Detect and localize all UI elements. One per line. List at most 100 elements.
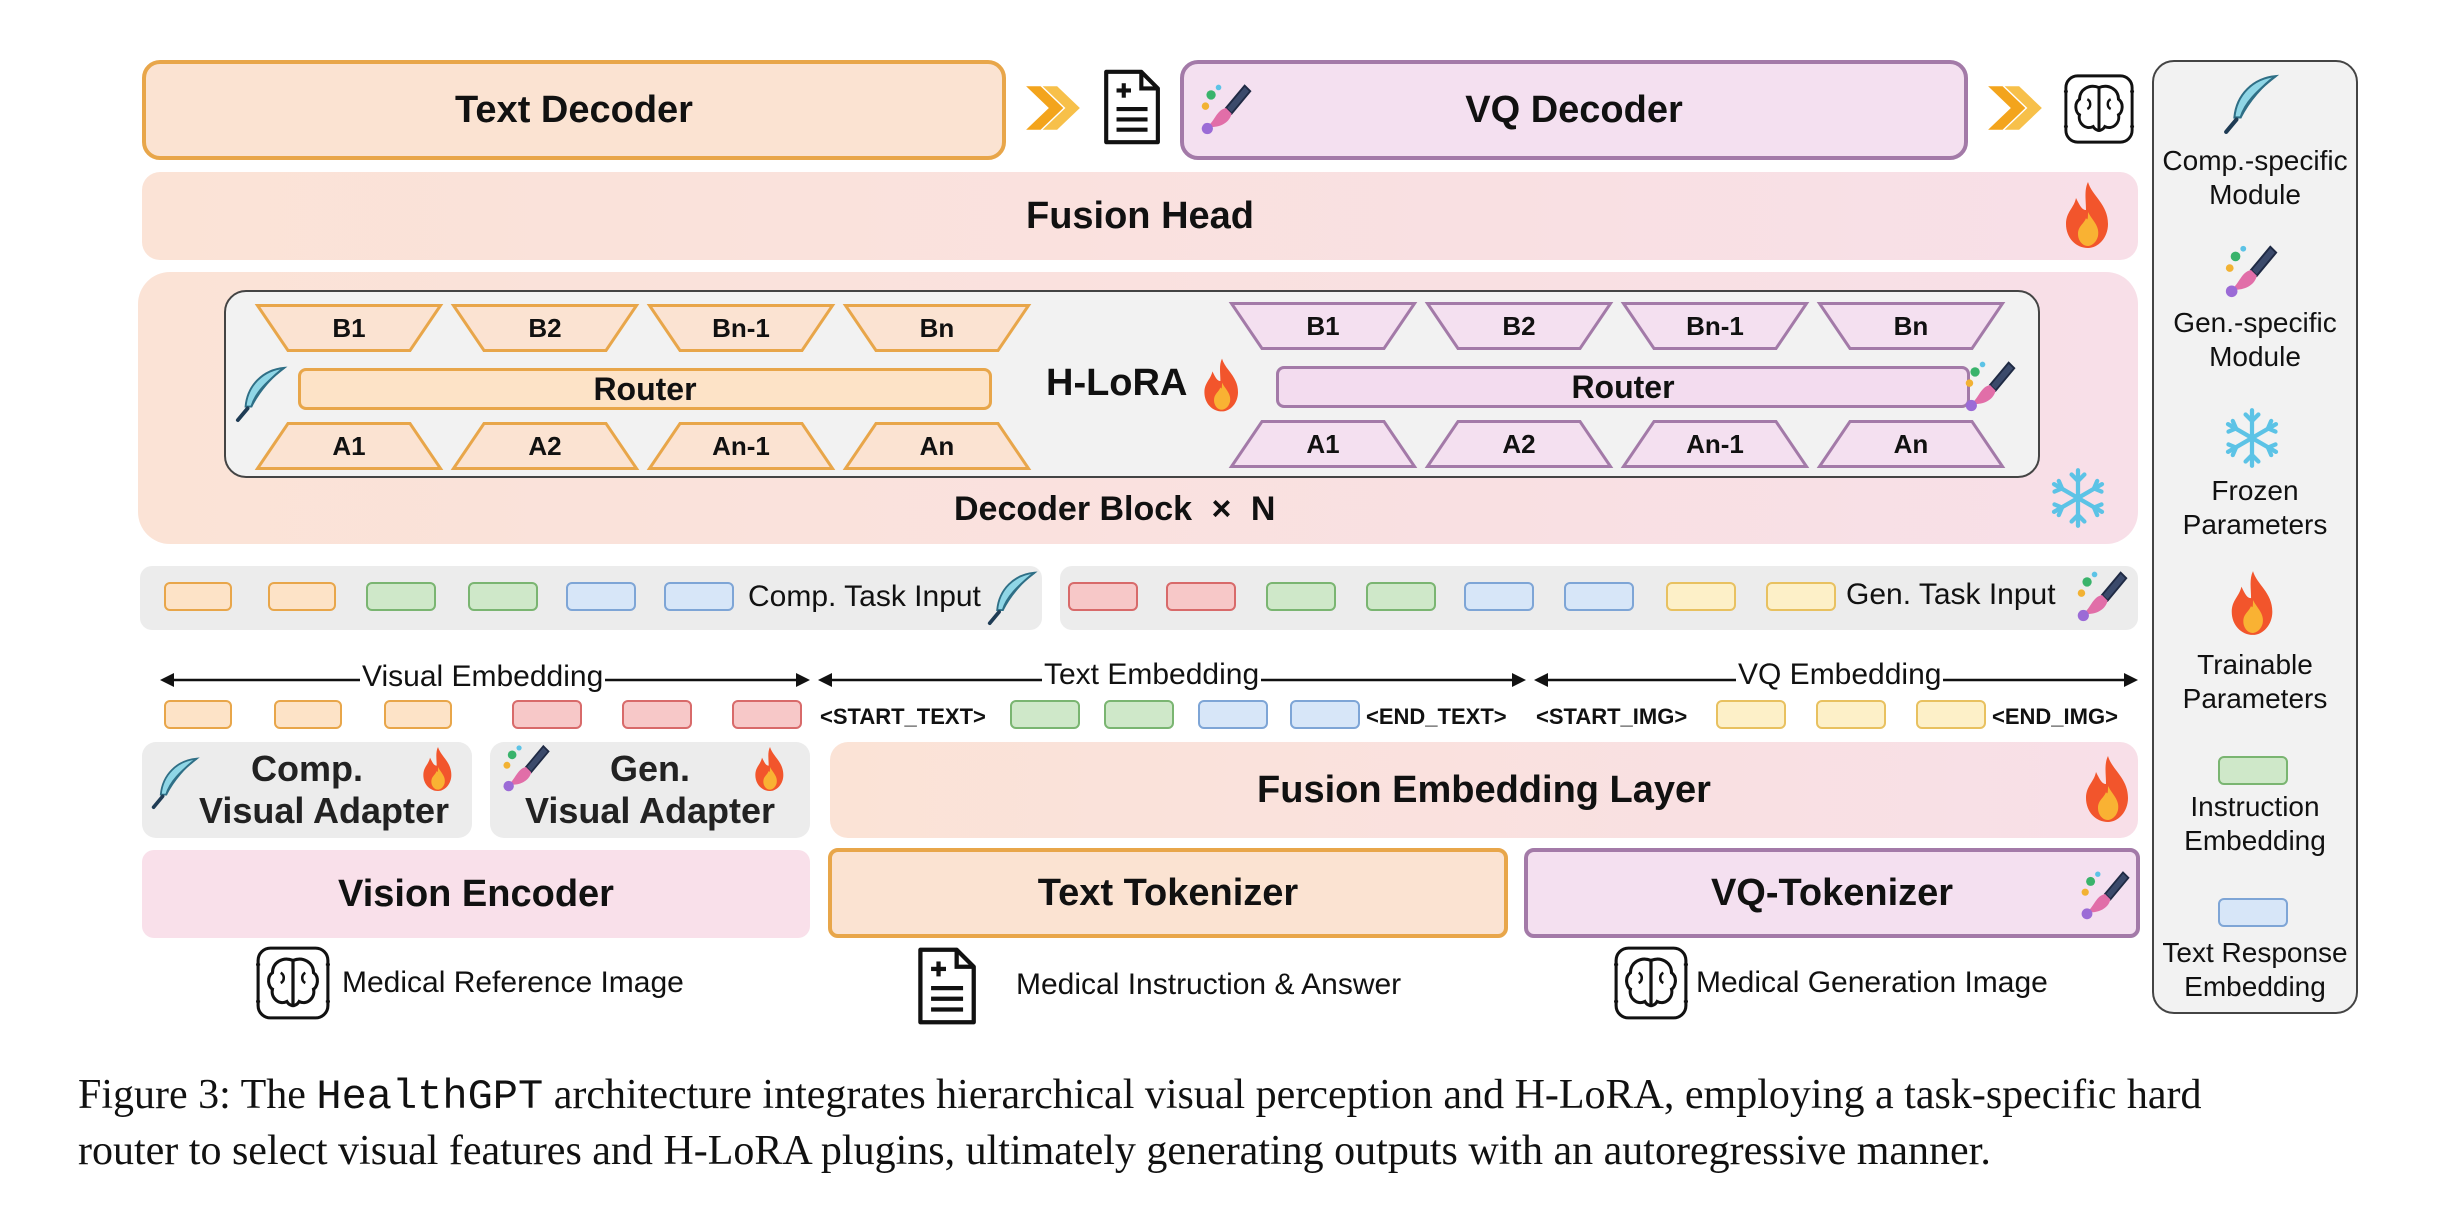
lora-b-left-4: Bn xyxy=(842,304,1032,352)
times-symbol: × xyxy=(1211,490,1232,528)
lora-b-right-label: Bn xyxy=(1893,310,1929,341)
flame-icon xyxy=(2224,566,2282,640)
token-yellow xyxy=(1716,700,1786,729)
lora-a-left-4: An xyxy=(842,422,1032,470)
text-decoder: Text Decoder xyxy=(142,60,1006,160)
text-tokenizer: Text Tokenizer xyxy=(828,848,1508,938)
flame-icon xyxy=(1198,356,1246,414)
comp-task-input-label: Comp. Task Input xyxy=(748,580,981,613)
snowflake-icon xyxy=(2220,406,2284,470)
legend-panel xyxy=(2152,60,2358,1014)
token-green xyxy=(1104,700,1174,729)
token-orange xyxy=(274,700,342,729)
router-right-label: Router xyxy=(1571,368,1675,405)
caption-model: HealthGPT xyxy=(316,1073,544,1121)
vq-decoder-label: VQ Decoder xyxy=(1465,88,1683,131)
legend-response: Text Response Embedding xyxy=(2155,936,2355,1004)
token-blue xyxy=(1290,700,1360,729)
lora-b-left-3: Bn-1 xyxy=(646,304,836,352)
gen-task-input-label: Gen. Task Input xyxy=(1846,578,2056,611)
legend-trainable-line2: Parameters xyxy=(2182,683,2328,714)
brain-icon xyxy=(254,944,332,1022)
token-orange xyxy=(164,582,232,611)
paint-brush-icon xyxy=(2074,566,2130,624)
token-green xyxy=(1366,582,1436,611)
lora-a-left-1: A1 xyxy=(254,422,444,470)
document-icon xyxy=(1100,66,1162,148)
legend-comp-line2: Module xyxy=(2209,179,2301,210)
legend-green-token xyxy=(2218,756,2288,785)
end-text-token: <END_TEXT> xyxy=(1366,704,1507,729)
text-embedding-label: Text Embedding xyxy=(1042,658,1262,692)
lora-a-right-2: A2 xyxy=(1424,420,1614,468)
lora-a-right-3: An-1 xyxy=(1620,420,1810,468)
feather-icon xyxy=(150,750,204,814)
medical-reference-image-label: Medical Reference Image xyxy=(342,966,684,999)
vq-tokenizer: VQ-Tokenizer xyxy=(1524,848,2140,938)
decoder-block-label: Decoder Block × N xyxy=(954,490,1275,529)
legend-gen-line1: Gen.-specific xyxy=(2173,307,2337,338)
token-orange xyxy=(164,700,232,729)
lora-b-left-label: B1 xyxy=(332,312,366,343)
visual-embedding-label: Visual Embedding xyxy=(360,660,606,694)
legend-comp-line1: Comp.-specific xyxy=(2162,145,2348,176)
lora-a-left-label: An xyxy=(919,430,955,461)
paint-brush-icon xyxy=(1198,80,1254,136)
token-yellow xyxy=(1816,700,1886,729)
vq-tokenizer-label: VQ-Tokenizer xyxy=(1710,871,1954,914)
lora-b-right-label: B2 xyxy=(1502,310,1536,341)
lora-b-left-2: B2 xyxy=(450,304,640,352)
legend-frozen-line2: Parameters xyxy=(2182,509,2328,540)
legend-trainable: Trainable Parameters xyxy=(2155,648,2355,716)
brain-icon xyxy=(2062,72,2136,146)
token-red xyxy=(1166,582,1236,611)
flame-icon xyxy=(2078,752,2138,826)
lora-a-right-label: A1 xyxy=(1306,428,1340,459)
comp-adapter-line1: Comp. xyxy=(251,748,363,789)
lora-a-right-1: A1 xyxy=(1228,420,1418,468)
caption-line1: Figure 3: The HealthGPT architecture int… xyxy=(78,1068,2418,1124)
token-blue xyxy=(664,582,734,611)
lora-a-left-3: An-1 xyxy=(646,422,836,470)
gen-adapter-line1: Gen. xyxy=(609,748,690,789)
flame-icon xyxy=(750,744,790,794)
lora-a-right-4: An xyxy=(1816,420,2006,468)
fusion-head-label: Fusion Head xyxy=(1025,194,1255,237)
fusion-embedding-layer: Fusion Embedding Layer xyxy=(830,742,2138,838)
lora-b-right-2: B2 xyxy=(1424,302,1614,350)
lora-a-left-label: A1 xyxy=(332,430,366,461)
lora-a-left-2: A2 xyxy=(450,422,640,470)
legend-frozen-line1: Frozen xyxy=(2211,475,2299,506)
token-blue xyxy=(1564,582,1634,611)
paint-brush-icon xyxy=(2078,866,2132,922)
chevron-arrow-icon xyxy=(1022,82,1084,134)
legend-blue-token xyxy=(2218,898,2288,927)
paint-brush-icon xyxy=(1962,356,2018,414)
lora-b-left-label: B2 xyxy=(528,312,562,343)
comp-adapter-line2: Visual Adapter xyxy=(198,790,450,831)
lora-b-left-1: B1 xyxy=(254,304,444,352)
token-yellow xyxy=(1916,700,1986,729)
token-red xyxy=(732,700,802,729)
start-img-token: <START_IMG> xyxy=(1536,704,1688,729)
medical-instruction-label: Medical Instruction & Answer xyxy=(1016,968,1402,1001)
token-blue xyxy=(1198,700,1268,729)
lora-b-left-label: Bn xyxy=(919,312,955,343)
lora-b-right-label: B1 xyxy=(1306,310,1340,341)
token-green xyxy=(1266,582,1336,611)
end-img-token: <END_IMG> xyxy=(1992,704,2118,729)
legend-resp-line2: Embedding xyxy=(2184,971,2326,1002)
lora-b-right-1: B1 xyxy=(1228,302,1418,350)
paint-brush-icon xyxy=(500,740,552,794)
feather-icon xyxy=(986,564,1042,630)
chevron-arrow-icon xyxy=(1984,82,2046,134)
figure-caption: Figure 3: The HealthGPT architecture int… xyxy=(78,1068,2418,1178)
vision-encoder: Vision Encoder xyxy=(142,850,810,938)
router-left: Router xyxy=(298,368,992,410)
token-orange xyxy=(268,582,336,611)
lora-b-left-label: Bn-1 xyxy=(712,312,770,343)
text-tokenizer-label: Text Tokenizer xyxy=(1037,871,1299,914)
lora-b-right-4: Bn xyxy=(1816,302,2006,350)
token-green xyxy=(366,582,436,611)
router-right: Router xyxy=(1276,366,1970,408)
